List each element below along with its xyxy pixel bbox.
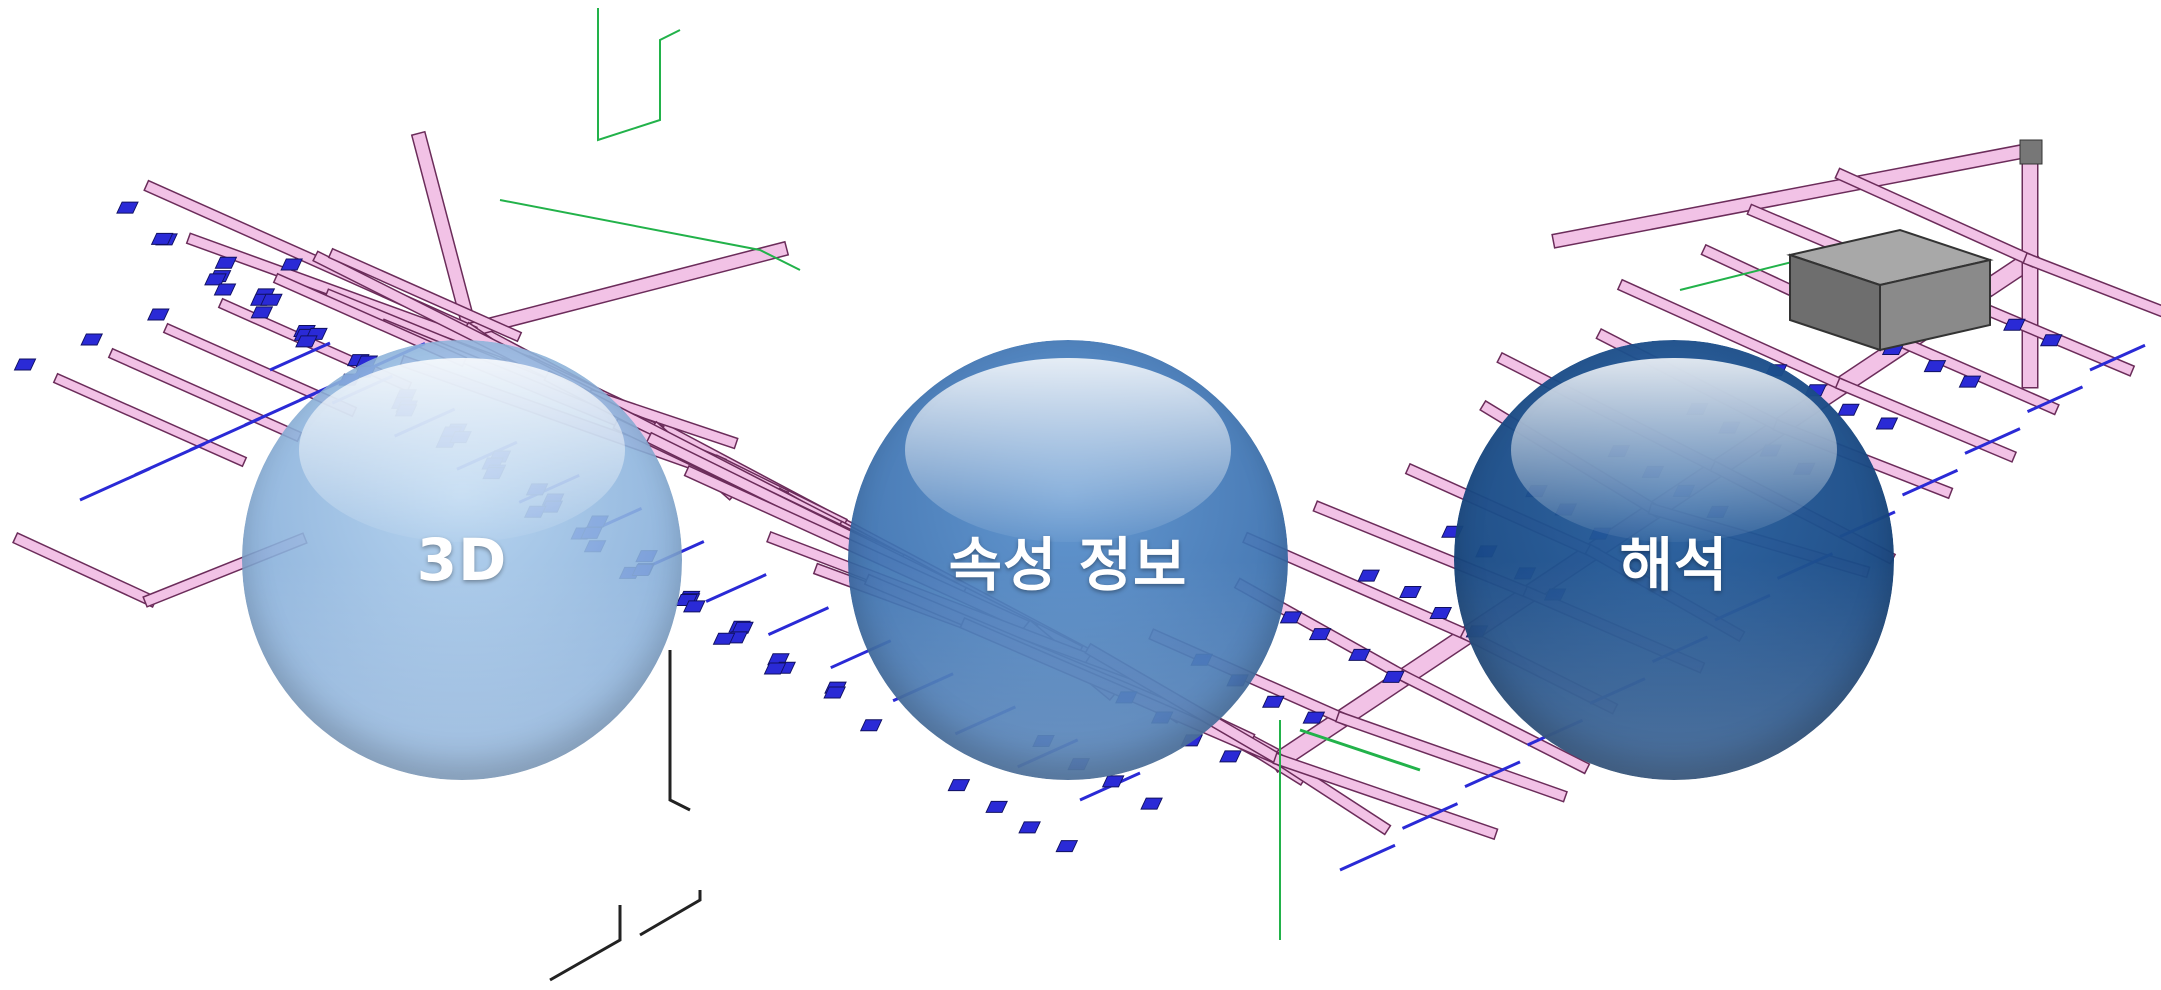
diffuser bbox=[2003, 318, 2026, 331]
bubble-analysis-label: 해석 bbox=[1619, 531, 1729, 599]
duct-segment bbox=[412, 132, 478, 338]
duct-segment bbox=[1398, 670, 1589, 773]
diffuser bbox=[214, 256, 238, 269]
diffuser bbox=[985, 800, 1008, 813]
diffuser bbox=[1357, 569, 1380, 582]
riser-cap bbox=[2019, 139, 2043, 165]
linear-grille bbox=[705, 573, 767, 603]
bubble-attribute-info: 속성 정보 bbox=[848, 340, 1288, 780]
diffuser bbox=[712, 632, 736, 645]
bubble-analysis: 해석 bbox=[1454, 340, 1894, 780]
diffuser bbox=[1875, 417, 1899, 430]
linear-grille bbox=[1964, 427, 2021, 455]
diffuser bbox=[1382, 670, 1405, 683]
duct-segment bbox=[2024, 254, 2161, 316]
duct-segment bbox=[109, 349, 301, 441]
diffuser bbox=[1279, 611, 1303, 624]
linear-grille bbox=[2089, 343, 2146, 372]
duct-segment bbox=[462, 242, 788, 338]
diffuser bbox=[947, 779, 971, 792]
bubble-3d: 3D bbox=[242, 340, 682, 780]
diffuser bbox=[1219, 750, 1242, 763]
diffuser bbox=[1923, 360, 1947, 373]
diffuser bbox=[1958, 375, 1982, 388]
linear-grille bbox=[1339, 843, 1396, 872]
green-pipe bbox=[597, 8, 681, 142]
diffuser bbox=[683, 600, 706, 613]
diffuser bbox=[1055, 840, 1079, 853]
duct-segment bbox=[1899, 337, 2058, 414]
bubble-3d-label: 3D bbox=[416, 526, 508, 594]
bubble-attribute-info-label: 속성 정보 bbox=[948, 531, 1188, 599]
linear-grille bbox=[1464, 760, 1521, 789]
ahu-front bbox=[1879, 258, 1991, 352]
riser-pipe bbox=[668, 650, 691, 812]
diffuser bbox=[147, 308, 170, 321]
linear-grille bbox=[767, 606, 830, 636]
diffuser bbox=[1308, 628, 1332, 641]
riser-pipe bbox=[639, 890, 702, 937]
linear-grille bbox=[1901, 468, 1959, 497]
diffuser bbox=[763, 662, 787, 675]
diffuser bbox=[1018, 821, 1041, 834]
diffuser bbox=[280, 258, 303, 271]
diffuser bbox=[260, 293, 283, 306]
diffuser bbox=[295, 335, 318, 348]
diffuser bbox=[1140, 797, 1163, 810]
diffuser bbox=[1348, 648, 1371, 661]
green-pipe bbox=[1299, 728, 1421, 772]
diffuser bbox=[1262, 695, 1285, 708]
duct-segment bbox=[14, 534, 156, 606]
diffuser bbox=[1302, 711, 1326, 724]
diffuser bbox=[250, 306, 274, 319]
linear-grille bbox=[269, 341, 331, 372]
diffuser bbox=[1399, 586, 1422, 599]
diffuser bbox=[116, 201, 139, 214]
duct-segment bbox=[1552, 142, 2038, 248]
air-handling-unit bbox=[1786, 139, 2043, 352]
diffuser bbox=[1101, 775, 1125, 788]
diffuser bbox=[213, 283, 237, 296]
linear-grille bbox=[2026, 385, 2084, 414]
duct-segment bbox=[1836, 169, 2036, 266]
linear-grille bbox=[1401, 802, 1459, 830]
duct-segment bbox=[1274, 754, 1497, 839]
duct-segment bbox=[1336, 712, 1567, 801]
diffuser bbox=[150, 232, 174, 245]
diffuser bbox=[1837, 403, 1860, 416]
diffuser bbox=[823, 686, 846, 699]
diffuser bbox=[2039, 334, 2063, 347]
duct-segment bbox=[1836, 379, 2016, 461]
duct-segment bbox=[54, 374, 246, 466]
diffuser bbox=[204, 273, 227, 286]
diffuser bbox=[13, 358, 37, 371]
diffuser bbox=[80, 333, 103, 346]
duct-segment bbox=[329, 249, 521, 341]
diffuser bbox=[859, 719, 883, 732]
riser-pipe bbox=[549, 905, 622, 982]
duct-segment bbox=[1618, 280, 1849, 391]
diffuser bbox=[1429, 606, 1453, 619]
green-pipe bbox=[499, 199, 801, 271]
